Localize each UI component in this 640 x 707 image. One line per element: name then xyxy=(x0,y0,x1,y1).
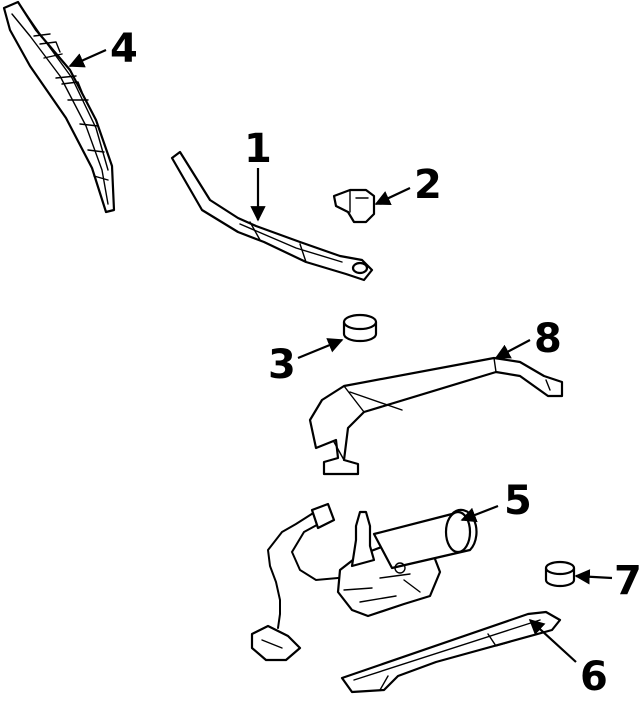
callout-3-arrow xyxy=(297,338,344,360)
callout-6-label: 6 xyxy=(580,654,608,700)
cap-part xyxy=(544,560,576,588)
bracket-part xyxy=(308,356,564,476)
callout-4: 4 xyxy=(68,26,138,72)
callout-8: 8 xyxy=(494,316,562,362)
callout-4-arrow xyxy=(68,48,107,68)
callout-3: 3 xyxy=(268,338,344,388)
callout-1-label: 1 xyxy=(244,126,272,172)
callout-8-label: 8 xyxy=(534,316,562,362)
callout-4-label: 4 xyxy=(110,26,138,72)
callout-6-arrow xyxy=(528,618,577,663)
wiper-arm-part xyxy=(170,150,374,282)
callout-1: 1 xyxy=(244,126,272,222)
callout-7-label: 7 xyxy=(614,558,640,604)
wiper-blade-part xyxy=(2,0,116,214)
callout-3-label: 3 xyxy=(268,342,296,388)
callout-5-label: 5 xyxy=(504,478,532,524)
cover-part xyxy=(340,610,562,694)
nut-part xyxy=(342,313,378,343)
callout-8-arrow xyxy=(494,339,531,359)
callout-5: 5 xyxy=(460,478,532,524)
callout-7: 7 xyxy=(574,558,640,604)
callout-7-arrow xyxy=(574,569,613,585)
wiper-motor-part xyxy=(250,502,478,662)
callout-6: 6 xyxy=(528,618,608,700)
callout-2-arrow xyxy=(374,187,411,206)
callout-2: 2 xyxy=(374,162,442,208)
clip-part xyxy=(332,188,376,224)
callout-5-arrow xyxy=(460,504,499,523)
callout-2-label: 2 xyxy=(414,162,442,208)
